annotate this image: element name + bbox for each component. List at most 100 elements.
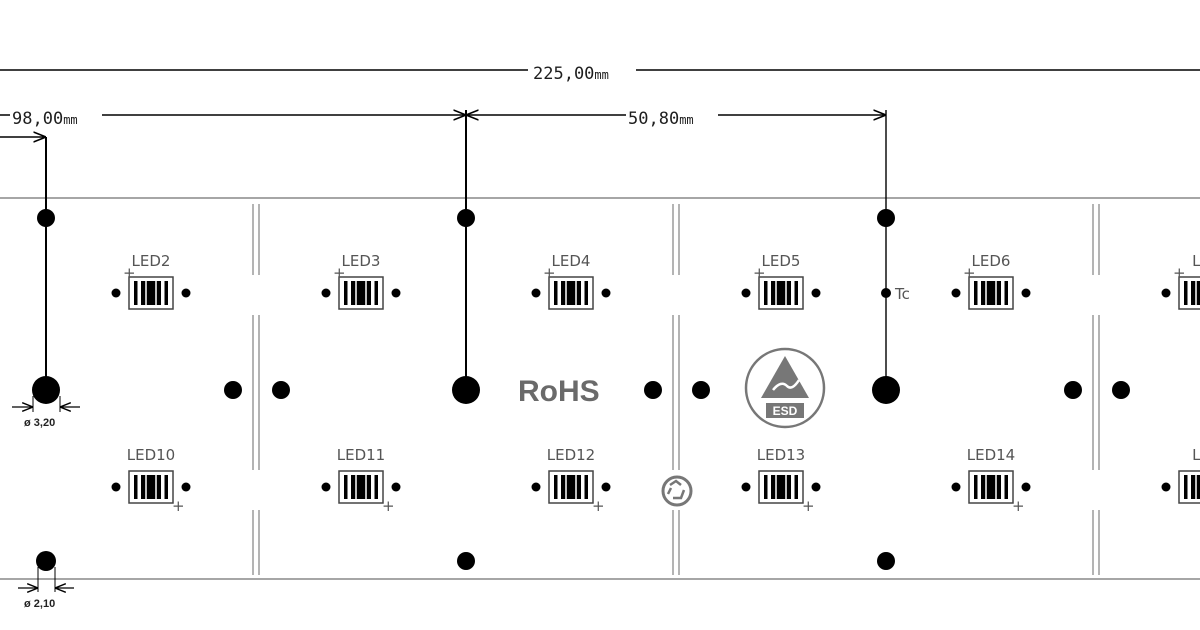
led-pad xyxy=(531,482,541,492)
led-bottom-2: LED12+ xyxy=(531,446,611,515)
dimension-pitch: 50,80mm xyxy=(465,104,887,390)
polarity-mark: + xyxy=(592,497,605,515)
led-terminal xyxy=(584,475,588,499)
polarity-mark: + xyxy=(1012,497,1025,515)
led-die xyxy=(351,475,371,499)
led-terminal xyxy=(974,475,978,499)
led-pad xyxy=(811,482,821,492)
led-label: LED11 xyxy=(337,446,385,464)
led-die xyxy=(981,475,1001,499)
led-pad xyxy=(391,482,401,492)
led-pad xyxy=(111,288,121,298)
led-label: LE xyxy=(1192,446,1200,464)
led-bottom-1: LED11 + xyxy=(321,446,401,515)
led-terminal xyxy=(794,281,798,305)
led-die xyxy=(981,281,1001,305)
led-terminal xyxy=(764,281,768,305)
led-pad xyxy=(321,288,331,298)
dimension-overall-value: 225,00 xyxy=(533,64,594,84)
led-top-4: LED6+ xyxy=(951,252,1031,310)
led-terminal xyxy=(554,281,558,305)
board-outline xyxy=(0,197,1200,580)
led-top-3: LED5+ xyxy=(741,252,821,310)
led-terminal xyxy=(794,475,798,499)
led-die xyxy=(141,281,161,305)
led-label: LED3 xyxy=(342,252,381,270)
led-pad xyxy=(1021,288,1031,298)
esd-label: ESD xyxy=(773,404,798,418)
led-terminal xyxy=(134,475,138,499)
svg-text:50,80mm: 50,80mm xyxy=(628,109,694,129)
led-top-2: LED4+ xyxy=(531,252,611,310)
led-label: LED6 xyxy=(972,252,1011,270)
led-pad xyxy=(321,482,331,492)
svg-text:98,00mm: 98,00mm xyxy=(12,109,78,129)
led-pad xyxy=(601,288,611,298)
led-footprints: LED2+LED3+LED4+LED5+LED6+LE+LED10+LED11+… xyxy=(111,252,1200,515)
led-pad xyxy=(391,288,401,298)
svg-text:225,00mm: 225,00mm xyxy=(533,64,609,84)
tc-test-point: Tc xyxy=(881,285,910,303)
recycling-logo xyxy=(661,475,693,507)
led-pad xyxy=(1161,482,1171,492)
polarity-mark: + xyxy=(382,497,395,515)
led-label: LED14 xyxy=(967,446,1015,464)
led-terminal xyxy=(344,281,348,305)
polarity-mark: + xyxy=(543,264,556,282)
polarity-mark: + xyxy=(753,264,766,282)
led-pad xyxy=(531,288,541,298)
polarity-mark: + xyxy=(333,264,346,282)
led-terminal xyxy=(584,281,588,305)
led-terminal xyxy=(374,281,378,305)
led-die xyxy=(771,475,791,499)
segment-separators xyxy=(252,204,1100,575)
led-label: LED13 xyxy=(757,446,805,464)
led-label: LE xyxy=(1192,252,1200,270)
mounting-holes xyxy=(32,209,1130,571)
hole-callout-small: ø 2,10 xyxy=(18,567,74,610)
dimension-pitch-value: 50,80 xyxy=(628,109,679,129)
hole-label-small: ø 2,10 xyxy=(24,598,55,610)
led-bottom-5: LE+ xyxy=(1161,446,1200,504)
led-pad xyxy=(1021,482,1031,492)
esd-symbol: ESD xyxy=(744,347,826,429)
led-terminal xyxy=(1184,281,1188,305)
led-top-5: LE + xyxy=(1161,252,1200,310)
led-pad xyxy=(741,482,751,492)
led-terminal xyxy=(764,475,768,499)
led-die xyxy=(351,281,371,305)
hole-callout-large: ø 3,20 xyxy=(12,396,80,429)
led-label: LED5 xyxy=(762,252,801,270)
led-label: LED2 xyxy=(132,252,171,270)
led-top-0: LED2+ xyxy=(111,252,191,310)
led-terminal xyxy=(554,475,558,499)
led-pad xyxy=(811,288,821,298)
led-terminal xyxy=(1004,475,1008,499)
led-pad xyxy=(741,288,751,298)
led-pad xyxy=(601,482,611,492)
dimension-overall-unit: mm xyxy=(594,68,608,82)
tc-label: Tc xyxy=(894,285,910,303)
dimension-overall: 225,00mm xyxy=(0,58,1200,84)
led-label: LED10 xyxy=(127,446,175,464)
led-die xyxy=(141,475,161,499)
led-terminal xyxy=(974,281,978,305)
polarity-mark: + xyxy=(172,497,185,515)
polarity-mark: + xyxy=(963,264,976,282)
led-terminal xyxy=(1184,475,1188,499)
led-die xyxy=(561,475,581,499)
led-terminal xyxy=(164,281,168,305)
polarity-mark: + xyxy=(802,497,815,515)
led-terminal xyxy=(344,475,348,499)
polarity-mark: + xyxy=(123,264,136,282)
led-top-1: LED3+ xyxy=(321,252,401,310)
led-pad xyxy=(181,482,191,492)
led-pad xyxy=(951,288,961,298)
led-pad xyxy=(111,482,121,492)
led-bottom-4: LED14 + xyxy=(951,446,1031,515)
led-terminal xyxy=(1004,281,1008,305)
led-bottom-0: LED10 + xyxy=(111,446,191,515)
polarity-mark: + xyxy=(1173,264,1186,282)
led-pad xyxy=(1161,288,1171,298)
